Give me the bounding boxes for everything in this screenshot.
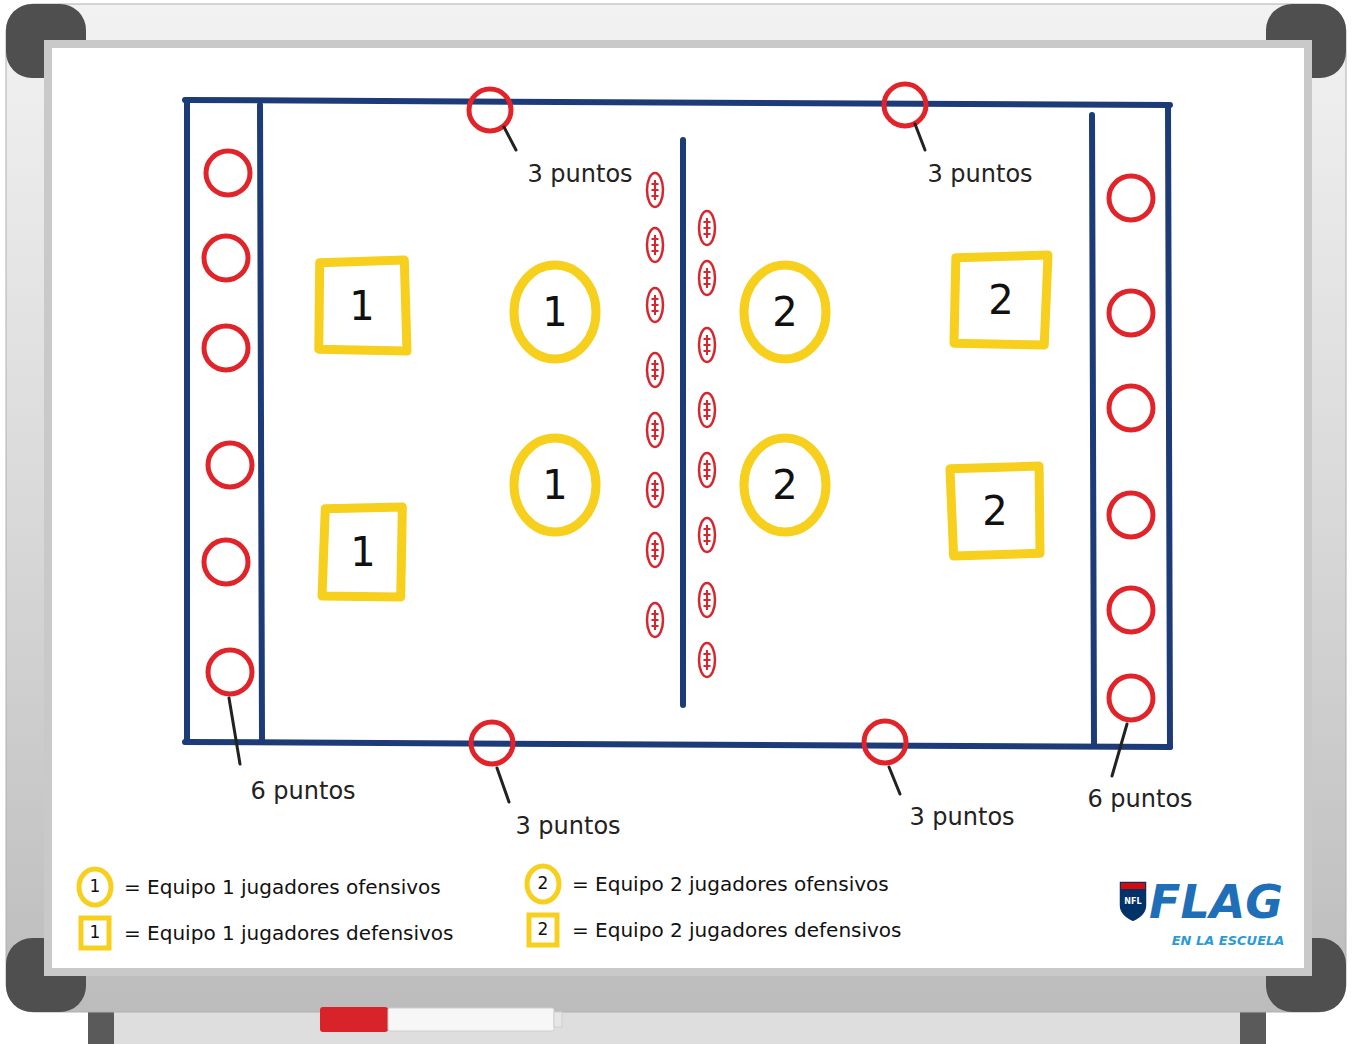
legend-sample-number: 1: [90, 923, 101, 943]
cone: [1109, 676, 1153, 720]
field-line: [1168, 105, 1170, 747]
cone: [469, 89, 511, 131]
football: [699, 393, 715, 427]
legend-sample-square: [529, 915, 557, 945]
offense-outline: [744, 438, 826, 532]
football: [647, 228, 663, 262]
center-line: [680, 140, 686, 705]
defense-player-square: 2: [949, 250, 1053, 350]
player-number: 1: [542, 290, 567, 334]
offense-outline: [514, 265, 596, 359]
defense-player-square: 1: [317, 502, 409, 602]
football: [647, 533, 663, 567]
offense-outline: [744, 265, 826, 359]
cone: [208, 650, 252, 694]
marker-body: [388, 1008, 554, 1031]
football: [699, 643, 715, 677]
cone: [1109, 588, 1153, 632]
player-number: 2: [988, 278, 1013, 322]
points-label: 3 puntos: [927, 161, 1032, 189]
leader-line: [1112, 724, 1127, 776]
offense-player-circle: 2: [739, 433, 831, 537]
football: [699, 261, 715, 295]
points-label: 6 puntos: [250, 778, 355, 806]
football: [647, 173, 663, 207]
leader-line: [915, 124, 925, 150]
football: [647, 603, 663, 637]
player-number: 2: [772, 290, 797, 334]
logo-shield-text: NFL: [1124, 897, 1141, 906]
cone: [204, 326, 248, 370]
field-line: [184, 100, 190, 742]
cone: [208, 443, 252, 487]
football: [647, 473, 663, 507]
legend-sample-square: [81, 918, 109, 948]
cone: [1109, 493, 1153, 537]
legend-entry: = Equipo 1 jugadores ofensivos: [124, 876, 441, 899]
logo-subtitle: EN LA ESCUELA: [1172, 934, 1285, 949]
cone: [1109, 386, 1153, 430]
offense-player-circle: 1: [509, 433, 601, 537]
board-surface: [52, 48, 1304, 968]
cone: [884, 84, 926, 126]
offense-outline: [514, 438, 596, 532]
player-number: 2: [982, 489, 1007, 533]
legend-sample-number: 1: [90, 877, 101, 897]
field-line: [185, 100, 1170, 105]
player-number: 1: [349, 284, 374, 328]
field-line: [185, 742, 1170, 747]
points-label: 3 puntos: [527, 161, 632, 189]
offense-player-circle: 1: [509, 260, 601, 364]
legend-sample-circle: [527, 866, 559, 902]
logo-shield: [1119, 881, 1147, 922]
player-number: 2: [772, 463, 797, 507]
cone: [864, 721, 906, 763]
points-label: 6 puntos: [1087, 786, 1192, 814]
board-frame: [6, 4, 1346, 1012]
points-label: 3 puntos: [909, 804, 1014, 832]
cone: [1109, 176, 1153, 220]
leader-line: [889, 767, 900, 794]
legend-entry: = Equipo 1 jugadores defensivos: [124, 922, 454, 945]
cone: [471, 722, 513, 764]
logo-wordmark: FLAG: [1149, 876, 1283, 929]
defense-outline: [954, 255, 1048, 345]
football: [699, 583, 715, 617]
football: [699, 211, 715, 245]
football: [699, 518, 715, 552]
marker-end: [554, 1012, 562, 1027]
legend-sample-circle: [79, 869, 111, 905]
legend-sample-number: 2: [538, 874, 549, 894]
football: [647, 288, 663, 322]
cone: [1109, 291, 1153, 335]
points-label: 3 puntos: [515, 813, 620, 841]
player-number: 1: [350, 530, 375, 574]
football: [699, 328, 715, 362]
cone: [206, 151, 250, 195]
leader-line: [497, 768, 509, 802]
legend-sample-number: 2: [538, 920, 549, 940]
leader-line: [229, 698, 240, 764]
football: [647, 353, 663, 387]
legend-entry: = Equipo 2 jugadores ofensivos: [572, 873, 889, 896]
football: [647, 413, 663, 447]
cone: [204, 236, 248, 280]
end-zone-line: [260, 105, 262, 740]
defense-player-square: 1: [312, 255, 412, 357]
defense-player-square: 2: [945, 461, 1045, 561]
offense-player-circle: 2: [739, 260, 831, 364]
defense-outline: [319, 260, 407, 351]
defense-outline: [322, 507, 402, 597]
logo-shield-band: [1121, 883, 1145, 889]
football: [699, 453, 715, 487]
leader-line: [504, 127, 516, 150]
player-number: 1: [542, 463, 567, 507]
cone: [204, 540, 248, 584]
end-zone-line: [1092, 115, 1094, 745]
board-inner-edge: [44, 40, 1312, 976]
defense-outline: [950, 466, 1040, 556]
legend-entry: = Equipo 2 jugadores defensivos: [572, 919, 902, 942]
marker-cap: [320, 1007, 388, 1032]
